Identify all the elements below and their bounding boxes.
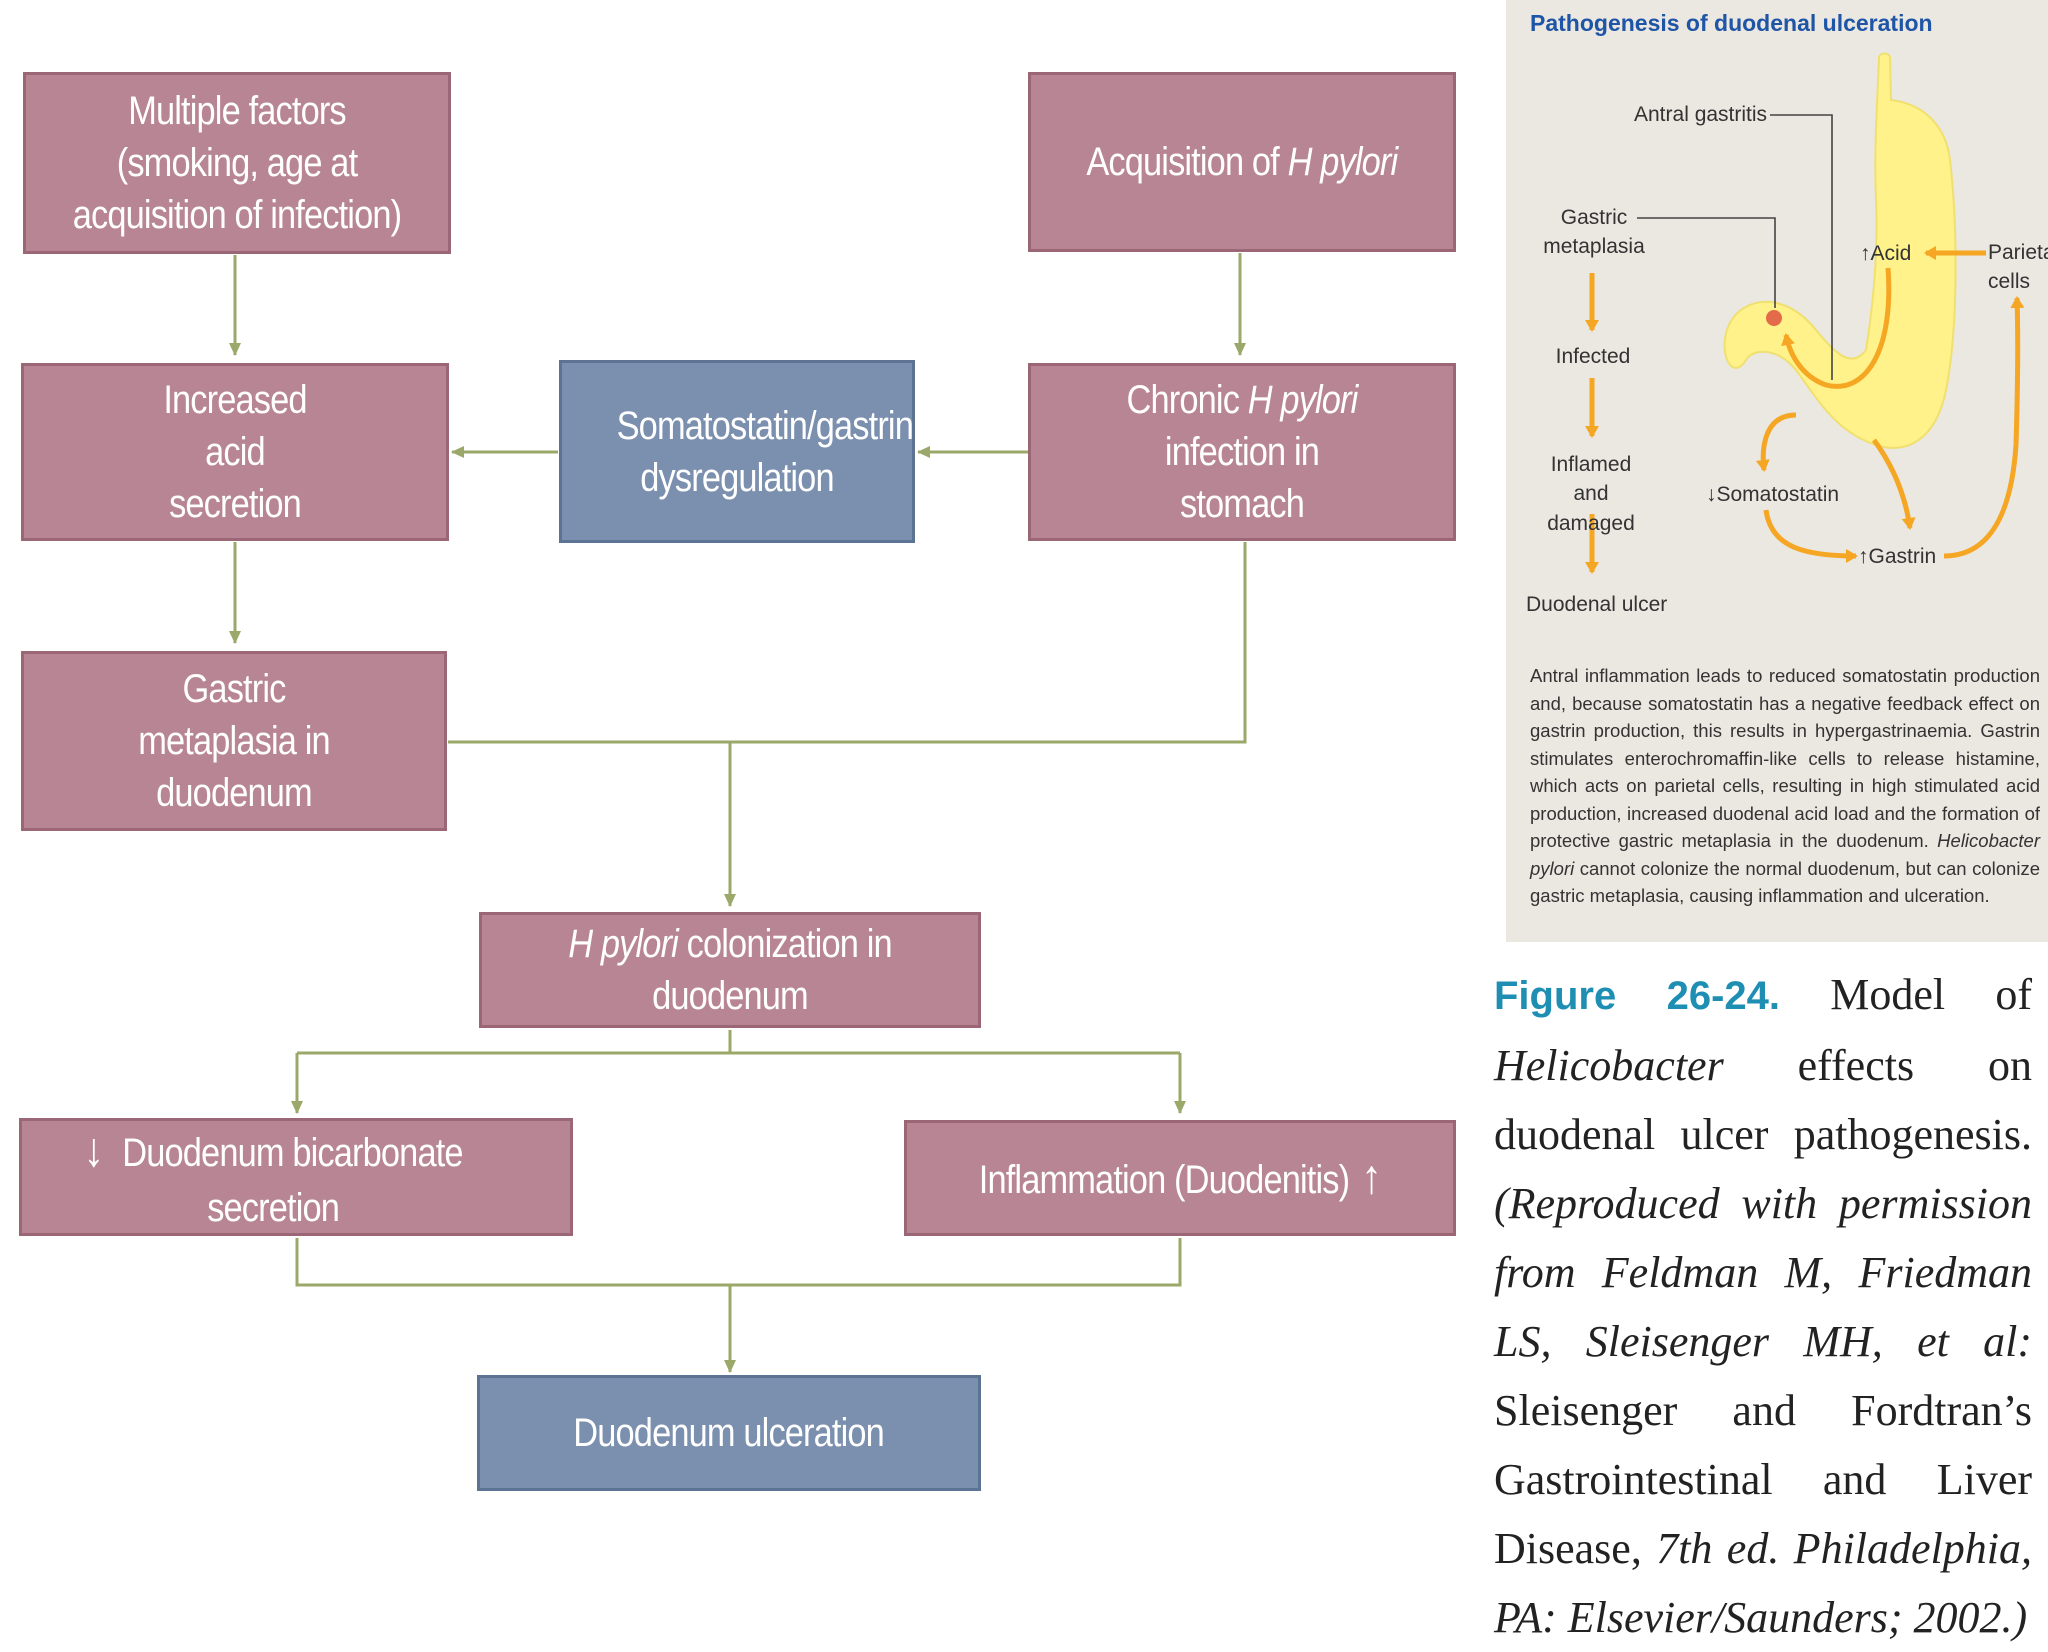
inset-title: Pathogenesis of duodenal ulceration [1530,10,1933,36]
label-gastric-metaplasia: Gastric metaplasia [1543,206,1645,259]
label-somatostatin: ↓Somatostatin [1706,483,1840,506]
figure-caption: Figure 26-24. Model of Helicobacter effe… [1494,970,2032,1642]
inset-caption: Antral inflammation leads to reduced som… [1530,665,2040,906]
box-acquisition: Acquisition of H pylori [1028,72,1456,252]
box-gastric-metaplasia: Gastric metaplasia in duodenum [21,651,447,831]
stomach-shape [1723,52,1957,449]
label-acid: ↑Acid [1860,242,1912,265]
line-merge [295,1238,1182,1287]
box-chronic-infection: Chronic H pylori infection in stomach [1028,363,1456,541]
box-increased-acid: Increased acid secretion [21,363,449,541]
up-arrow-icon: ↑ [1361,1150,1382,1204]
label-gastrin: ↑Gastrin [1858,545,1937,568]
box-inflammation: Inflammation (Duodenitis)↑ [904,1120,1456,1236]
label-inflamed-damaged: Inflamed and damaged [1547,453,1635,535]
box-multiple-factors: Multiple factors (smoking, age at acquis… [23,72,451,254]
metaplasia-spot [1766,310,1782,326]
down-arrow-icon: ↓ [83,1123,105,1177]
label-parietal-cells: Parietal cells [1988,241,2048,294]
flowchart-connectors [229,253,1247,1373]
label-antral-gastritis: Antral gastritis [1634,103,1768,126]
label-infected: Infected [1555,345,1631,368]
figure-label: Figure 26-24. [1494,974,1780,1018]
line-chronic-down [448,542,1247,744]
box-somatostatin-dysregulation: Somatostatin/gastrin dysregulation [559,360,915,543]
inset-panel: Pathogenesis of duodenal ulceration gast… [1506,0,2048,942]
stomach-illustration: gastrin --> [1585,52,2025,574]
label-duodenal-ulcer: Duodenal ulcer [1526,593,1668,616]
box-bicarbonate: ↓Duodenum bicarbonate secretion [19,1118,573,1236]
box-duodenum-ulceration: Duodenum ulceration [477,1375,981,1491]
line-colonization-split [297,1030,732,1055]
box-hpylori-colonization: H pylori colonization in duodenum [479,912,981,1028]
